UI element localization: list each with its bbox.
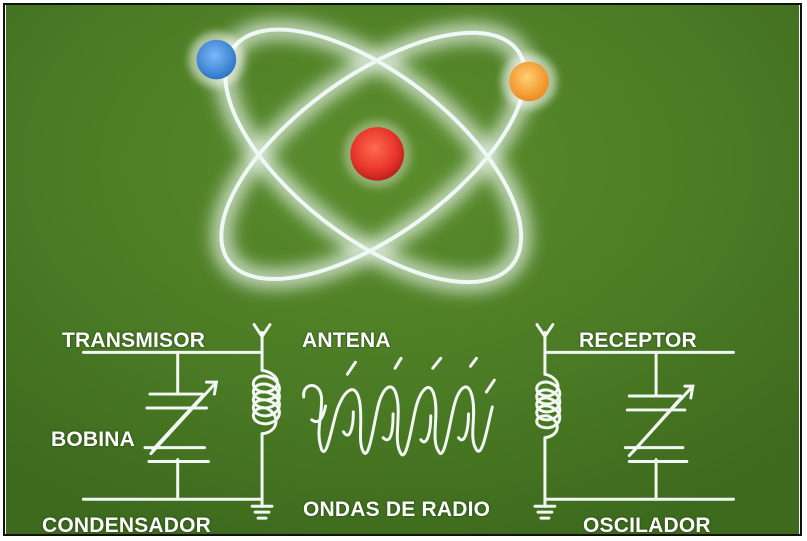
nucleus	[350, 127, 404, 181]
rx-variable-capacitor	[623, 384, 695, 464]
chalkboard-frame: TRANSMISOR ANTENA RECEPTOR BOBINA CONDEN…	[3, 3, 802, 536]
label-oscilador: OSCILADOR	[583, 514, 711, 536]
chalkboard-diagram	[5, 5, 800, 534]
label-antena: ANTENA	[302, 329, 391, 352]
receiver-circuit	[533, 323, 735, 520]
rx-antenna-icon	[535, 323, 555, 340]
atom-illustration	[188, 21, 557, 291]
label-bobina: BOBINA	[51, 428, 136, 451]
orbit-2	[219, 30, 528, 281]
label-ondas-de-radio: ONDAS DE RADIO	[303, 498, 491, 521]
label-receptor: RECEPTOR	[579, 329, 697, 352]
rx-coil	[535, 372, 562, 440]
label-transmisor: TRANSMISOR	[62, 329, 206, 352]
transmitter-circuit	[81, 323, 281, 520]
tx-coil	[251, 368, 281, 436]
electron-blue	[196, 39, 237, 80]
tx-variable-capacitor	[143, 380, 219, 464]
electron-orange	[509, 61, 549, 102]
tx-ground-icon	[250, 504, 274, 520]
label-condensador: CONDENSADOR	[42, 514, 212, 536]
rx-ground-icon	[533, 504, 557, 520]
tx-antenna-icon	[252, 323, 272, 340]
radio-waves	[302, 356, 496, 457]
